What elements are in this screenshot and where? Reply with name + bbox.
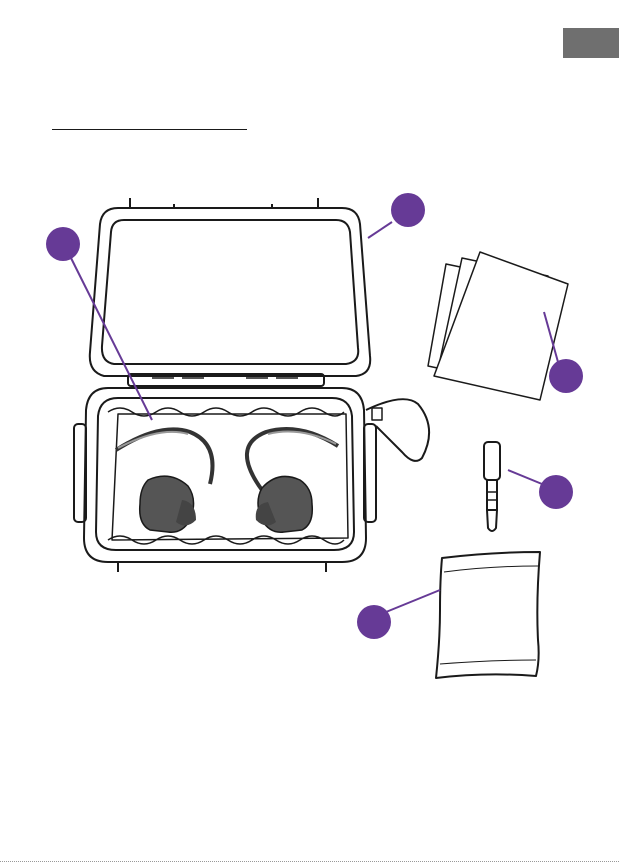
callout-case-lid [368, 193, 425, 238]
case-base [74, 388, 429, 572]
audio-adapter-illustration [484, 442, 500, 531]
earphones-illustration [116, 429, 338, 532]
pouch-illustration [436, 552, 540, 678]
case-lid [90, 198, 370, 386]
callout-pouch [357, 590, 440, 639]
callout-adapter [508, 470, 573, 509]
callout-case-foam [46, 227, 152, 420]
bottom-rule [0, 861, 619, 862]
